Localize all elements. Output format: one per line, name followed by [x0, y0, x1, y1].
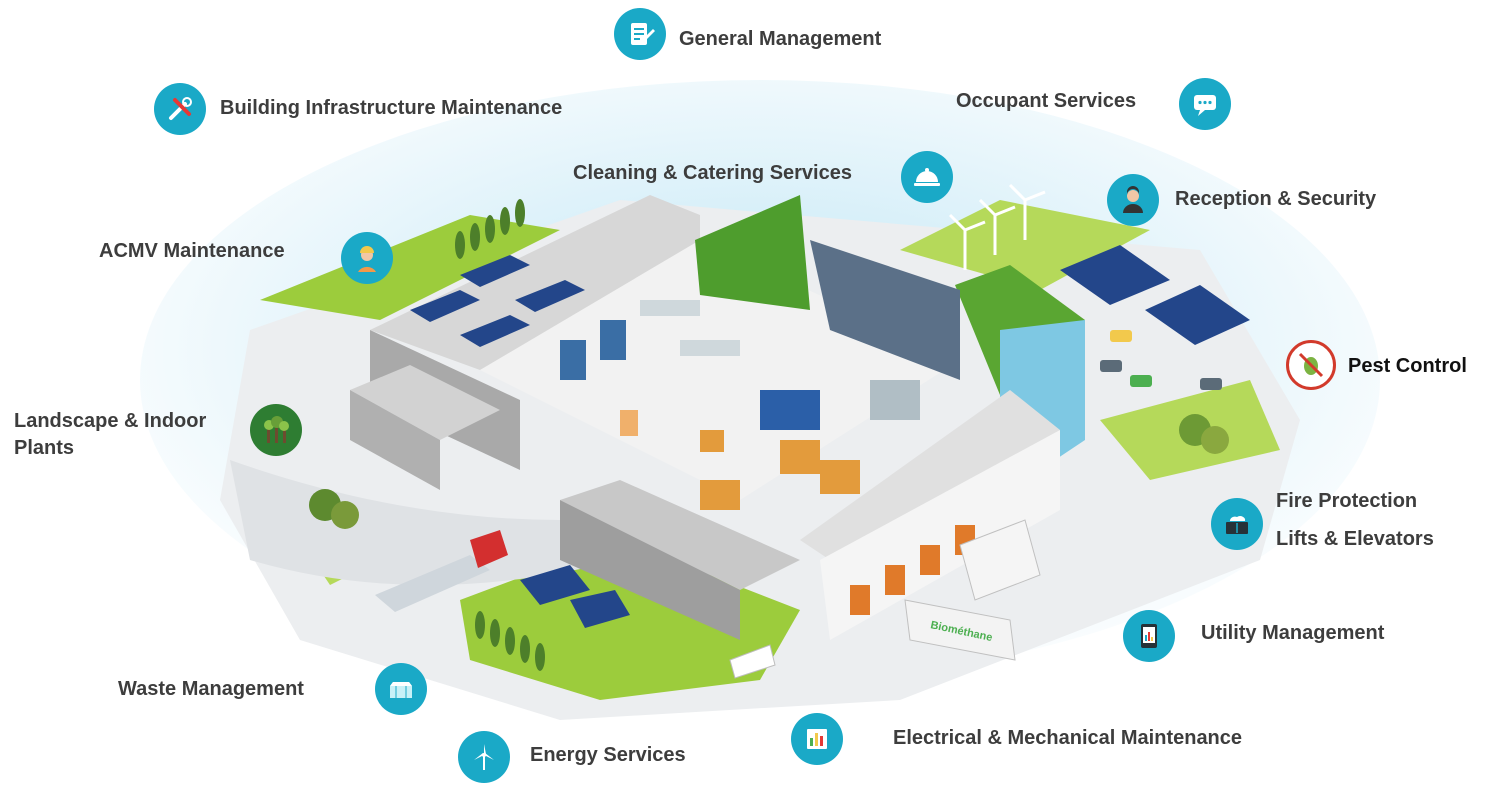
wrench-screwdriver-icon — [154, 83, 206, 135]
warehouse-roof — [800, 390, 1060, 580]
building-infrastructure-label: Building Infrastructure Maintenance — [220, 97, 563, 119]
green-block-left — [695, 195, 810, 310]
annex-roof — [560, 480, 800, 590]
warehouse-wall — [820, 430, 1060, 640]
vehicles — [375, 330, 1222, 679]
container-icon — [375, 663, 427, 715]
chat-bubble-icon — [1179, 78, 1231, 130]
tablet-icon — [1123, 610, 1175, 662]
receptionist-icon — [1107, 174, 1159, 226]
technician-icon — [341, 232, 393, 284]
occupant-services-label: Occupant Services — [956, 90, 1137, 112]
car — [1110, 330, 1132, 342]
general-management-icon — [614, 8, 666, 60]
car — [1100, 360, 1122, 372]
left-annex-roof — [350, 365, 500, 440]
energy-services-label: Energy Services — [530, 744, 686, 766]
general-management-label: General Management — [679, 28, 882, 50]
elevator-icon — [1211, 498, 1263, 550]
grass-patch-left — [260, 215, 560, 320]
loading-door — [850, 585, 870, 615]
office-floor — [810, 240, 960, 380]
carport-solar — [1145, 285, 1250, 345]
loading-door — [920, 545, 940, 575]
pest-control-label: Pest Control — [1348, 355, 1467, 377]
landscape-label-line1: Landscape & Indoor — [14, 410, 207, 432]
tanker-truck — [375, 555, 490, 612]
car — [1130, 375, 1152, 387]
reception-security-label: Reception & Security — [1175, 188, 1377, 210]
annex-wall — [560, 500, 740, 640]
fire-protection-label: Fire Protection — [1276, 490, 1418, 512]
utility-management-label: Utility Management — [1201, 622, 1385, 644]
pest-control-icon — [1286, 340, 1336, 390]
main-building-roof — [370, 195, 700, 370]
cloche-icon — [901, 151, 953, 203]
solar-panels — [410, 245, 1250, 628]
van — [729, 644, 776, 679]
loading-door — [885, 565, 905, 595]
forest-icon — [250, 404, 302, 456]
factory-equipment — [560, 300, 920, 510]
biomethane-truck — [904, 599, 1016, 661]
waste-management-label: Waste Management — [118, 678, 304, 700]
equalizer-icon — [791, 713, 843, 765]
wind-turbines — [948, 183, 1046, 270]
car — [1200, 378, 1222, 390]
tanker-cab — [470, 530, 508, 568]
acmv-label: ACMV Maintenance — [99, 240, 285, 262]
trees — [309, 199, 1229, 671]
delivery-truck — [959, 519, 1041, 601]
left-annex-wall — [350, 390, 440, 490]
electrical-mechanical-label: Electrical & Mechanical Maintenance — [893, 727, 1243, 749]
cleaning-catering-label: Cleaning & Catering Services — [573, 162, 852, 184]
grass-patch-topright — [900, 200, 1150, 290]
wind-turbine-icon — [458, 731, 510, 783]
landscape-label-line2: Plants — [14, 437, 75, 459]
lifts-elevators-label: Lifts & Elevators — [1276, 528, 1434, 550]
